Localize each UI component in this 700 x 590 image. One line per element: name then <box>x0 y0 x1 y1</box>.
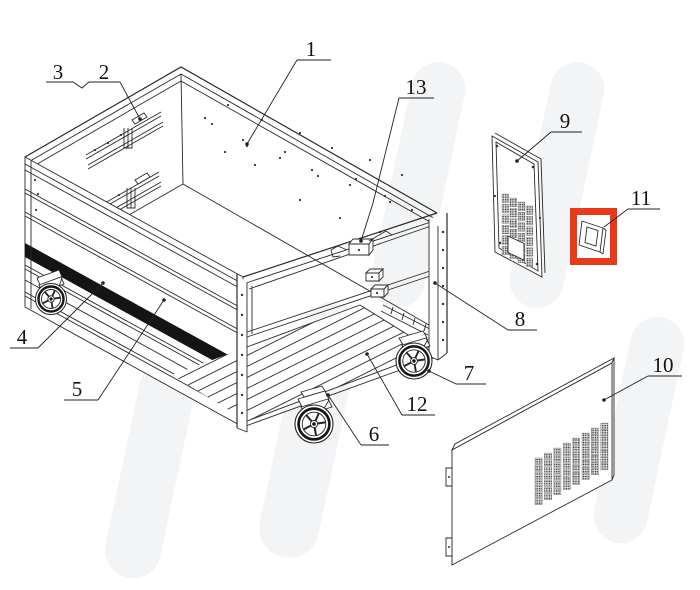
part-number-6: 6 <box>369 422 380 446</box>
part-number-13: 13 <box>406 75 427 99</box>
part-label-6: 6 <box>326 393 389 446</box>
highlight-box <box>570 208 617 265</box>
caster-front <box>294 385 334 444</box>
part-number-3: 3 <box>53 60 64 84</box>
latch-part <box>330 230 393 258</box>
part-number-4: 4 <box>17 325 28 349</box>
connector-blocks <box>364 267 390 299</box>
top-rim <box>24 66 438 223</box>
part-label-9: 9 <box>515 109 582 163</box>
part-label-12: 12 <box>365 352 435 416</box>
perforated-panel-10 <box>445 357 615 566</box>
shelf-rack-strip <box>380 304 431 336</box>
part-label-2: 2 <box>99 60 142 121</box>
part-number-1: 1 <box>306 37 317 61</box>
part-number-10: 10 <box>653 353 674 377</box>
part-label-7: 7 <box>427 361 486 385</box>
part-label-8: 8 <box>433 281 537 331</box>
part-label-1: 1 <box>245 37 331 146</box>
front-right-frame <box>236 212 448 433</box>
caster-left <box>35 269 67 315</box>
part-number-5: 5 <box>72 377 83 401</box>
frame-part-11 <box>578 220 607 255</box>
part-number-7: 7 <box>464 361 475 385</box>
part-number-8: 8 <box>515 307 526 331</box>
drawer-rail-upper <box>85 111 164 170</box>
part-label-10: 10 <box>602 353 682 402</box>
part-label-3: 3 <box>46 60 120 89</box>
part-number-2: 2 <box>99 60 110 84</box>
part-number-12: 12 <box>407 392 428 416</box>
perforated-panel-9 <box>491 132 546 278</box>
part-label-11: 11 <box>603 186 660 228</box>
part-label-5: 5 <box>64 298 166 401</box>
part-label-13: 13 <box>359 75 434 243</box>
highlighted-part-11 <box>570 208 617 265</box>
part-label-4: 4 <box>10 281 105 349</box>
caster-right <box>395 330 433 380</box>
rail-clip-lower <box>134 172 151 185</box>
part-number-11: 11 <box>631 186 651 210</box>
part-number-9: 9 <box>560 109 571 133</box>
front-left-face <box>24 156 244 428</box>
